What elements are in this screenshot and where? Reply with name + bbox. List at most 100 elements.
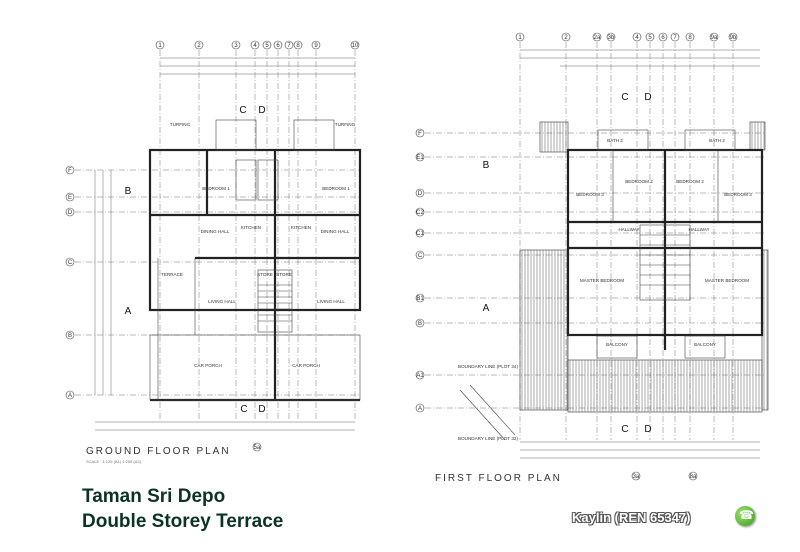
room-label: MASTER BEDROOM <box>705 278 749 283</box>
grid-bubble <box>709 32 719 42</box>
grid-label: E1 <box>416 155 424 161</box>
boundary-note: BOUNDARY LINE (PLOT 34) <box>458 364 518 369</box>
grid-bubble <box>273 40 283 50</box>
grid-label: 9a <box>711 35 718 41</box>
grid-label: B <box>418 321 422 327</box>
room-label: BEDROOM 2 <box>625 179 653 184</box>
grid-label: 4 <box>253 43 257 49</box>
grid-label: 7 <box>673 35 677 41</box>
room-label: LIVING HALL <box>208 299 236 304</box>
grid-label: A <box>418 406 422 412</box>
project-type: Double Storey Terrace <box>82 511 284 532</box>
grid-bubble <box>311 40 321 50</box>
room-label: TURFING <box>335 122 356 127</box>
grid-label: 8 <box>296 43 300 49</box>
grid-label: D <box>68 210 73 216</box>
grid-label: 9 <box>314 43 318 49</box>
room-label: BEDROOM 3 <box>576 192 604 197</box>
section-marker: D <box>258 404 265 415</box>
grid-bubble <box>515 32 525 42</box>
section-marker: D <box>644 92 651 103</box>
room-label: CAR PORCH <box>194 363 222 368</box>
grid-bubble <box>728 32 738 42</box>
room-label: BEDROOM 2 <box>676 179 704 184</box>
grid-label: A <box>68 393 72 399</box>
grid-bubble <box>415 188 425 198</box>
grid-label: 3 <box>234 43 238 49</box>
room-label: BALCONY <box>694 342 716 347</box>
grid-marker: 3a <box>633 474 640 480</box>
grid-bubble <box>415 370 425 380</box>
grid-label: F <box>418 131 422 137</box>
room-label: BALCONY <box>606 342 628 347</box>
grid-bubble <box>415 228 425 238</box>
grid-bubble <box>415 128 425 138</box>
grid-label: 3b <box>608 35 615 41</box>
ground-floor-title: GROUND FLOOR PLAN <box>86 446 231 457</box>
grid-label: F <box>68 168 72 174</box>
grid-marker: 5a <box>254 445 261 451</box>
grid-bubble <box>415 207 425 217</box>
room-label: STORE <box>276 272 292 277</box>
grid-bubble <box>561 32 571 42</box>
grid-bubble <box>262 40 272 50</box>
grid-label: 9b <box>730 35 737 41</box>
grid-bubble <box>284 40 294 50</box>
grid-label: 6 <box>276 43 280 49</box>
boundary-note: BOUNDARY LINE (PLOT 32) <box>458 436 518 441</box>
grid-bubble <box>592 32 602 42</box>
section-marker: A <box>125 306 132 317</box>
room-label: TURFING <box>170 122 191 127</box>
room-label: BEDROOM 1 <box>322 186 350 191</box>
room-label: LIVING HALL <box>317 299 345 304</box>
grid-label: 6 <box>661 35 665 41</box>
grid-bubble <box>350 40 360 50</box>
whatsapp-icon[interactable] <box>735 506 755 526</box>
room-label: KITCHEN <box>291 225 311 230</box>
grid-label: B <box>68 333 72 339</box>
grid-bubble <box>250 40 260 50</box>
room-label: KITCHEN <box>241 225 261 230</box>
grid-label: 2 <box>197 43 201 49</box>
grid-bubble <box>415 318 425 328</box>
room-label: BATH 2 <box>709 138 725 143</box>
grid-bubble <box>65 330 75 340</box>
grid-bubble <box>194 40 204 50</box>
project-name: Taman Sri Depo <box>82 486 226 507</box>
section-marker: A <box>483 303 490 314</box>
room-label: MASTER BEDROOM <box>580 278 624 283</box>
room-label: TERRACE <box>161 272 183 277</box>
section-marker: B <box>483 160 490 171</box>
grid-label: E <box>68 195 72 201</box>
section-marker: D <box>258 105 265 116</box>
grid-label: 2a <box>594 35 601 41</box>
room-label: HALLWAY <box>688 227 709 232</box>
grid-label: 4 <box>635 35 639 41</box>
agent-contact: Kaylin (REN 65347) <box>572 510 691 525</box>
grid-label: 2 <box>564 35 568 41</box>
grid-bubble <box>293 40 303 50</box>
section-marker: C <box>621 92 628 103</box>
grid-bubble <box>415 293 425 303</box>
grid-marker: 8a <box>690 474 697 480</box>
grid-label: 1 <box>518 35 522 41</box>
grid-bubble <box>606 32 616 42</box>
grid-bubble <box>65 165 75 175</box>
grid-label: 5 <box>648 35 652 41</box>
grid-label: 8 <box>688 35 692 41</box>
grid-label: C2 <box>416 210 424 216</box>
room-label: BEDROOM 3 <box>724 192 752 197</box>
grid-bubble <box>415 250 425 260</box>
ground-floor-scale: SCALE : 1:125 (A1) 1:250 (A3) <box>86 459 141 464</box>
room-label: CAR PORCH <box>292 363 320 368</box>
room-label: BATH 2 <box>607 138 623 143</box>
grid-bubble <box>65 192 75 202</box>
grid-label: B1 <box>416 296 424 302</box>
grid-label: 5 <box>265 43 269 49</box>
grid-label: C <box>68 260 73 266</box>
first-floor-title: FIRST FLOOR PLAN <box>435 473 562 484</box>
grid-label: 1 <box>158 43 162 49</box>
grid-bubble <box>670 32 680 42</box>
